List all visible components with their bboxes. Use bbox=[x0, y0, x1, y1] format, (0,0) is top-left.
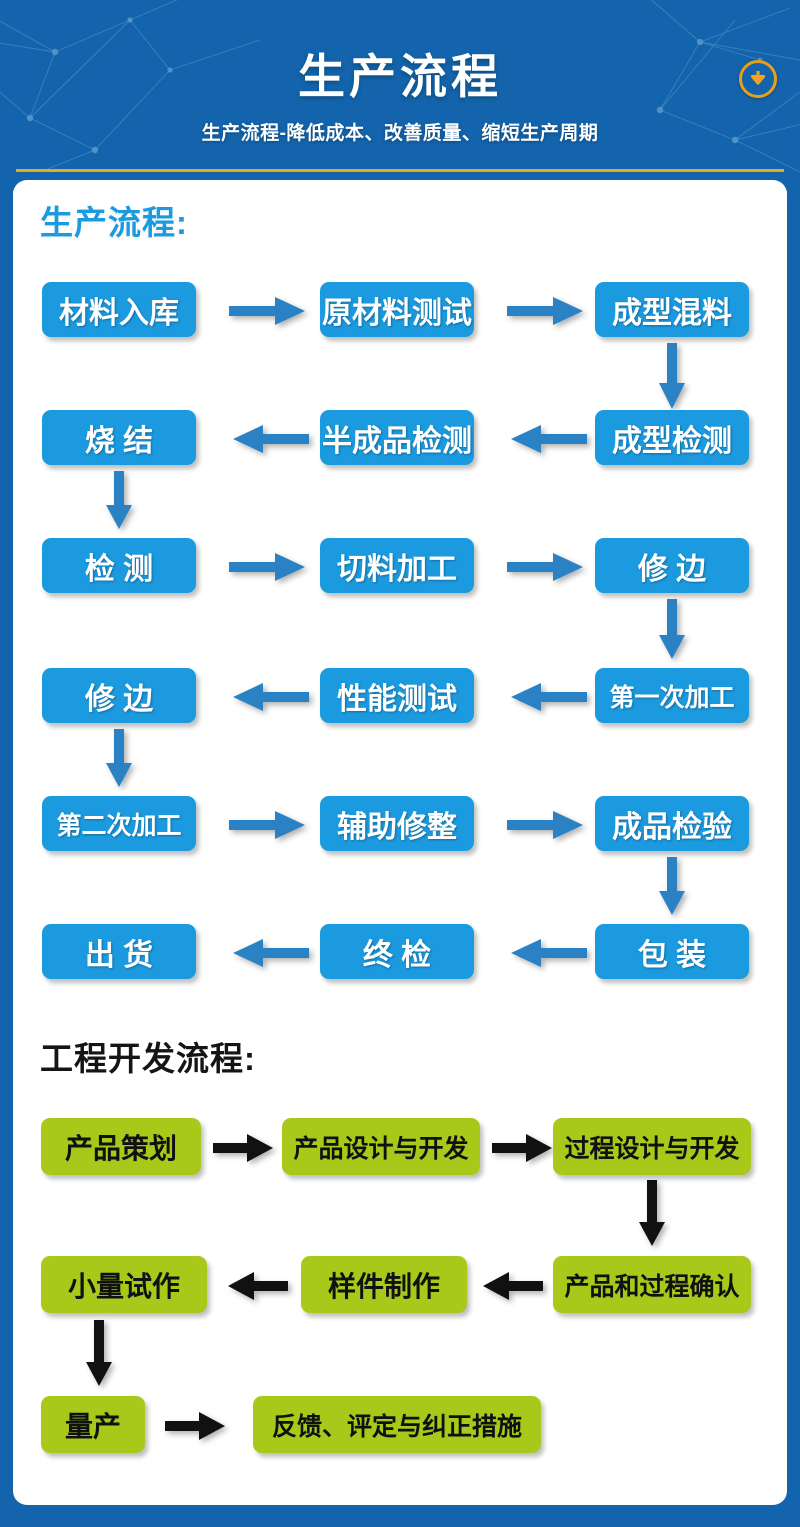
arrow-left-icon bbox=[511, 683, 587, 711]
page-header: 生产流程 生产流程-降低成本、改善质量、缩短生产周期 bbox=[0, 0, 800, 172]
arrow-right-icon bbox=[213, 1134, 273, 1162]
node-production-17[interactable]: 出 货 bbox=[42, 924, 196, 979]
node-production-7[interactable]: 切料加工 bbox=[320, 538, 474, 593]
arrow-down-icon bbox=[86, 1320, 112, 1386]
node-engineering-5[interactable]: 小量试作 bbox=[41, 1256, 207, 1313]
node-engineering-2[interactable]: 过程设计与开发 bbox=[553, 1118, 751, 1175]
node-production-16[interactable]: 终 检 bbox=[320, 924, 474, 979]
arrow-left-icon bbox=[511, 425, 587, 453]
arrow-right-icon bbox=[492, 1134, 552, 1162]
node-production-8[interactable]: 修 边 bbox=[595, 538, 749, 593]
node-production-13[interactable]: 辅助修整 bbox=[320, 796, 474, 851]
engineering-section-title: 工程开发流程: bbox=[40, 1040, 256, 1077]
node-production-15[interactable]: 包 装 bbox=[595, 924, 749, 979]
node-production-12[interactable]: 第二次加工 bbox=[42, 796, 196, 851]
node-engineering-6[interactable]: 量产 bbox=[41, 1396, 145, 1453]
page-subtitle: 生产流程-降低成本、改善质量、缩短生产周期 bbox=[201, 123, 599, 144]
node-engineering-4[interactable]: 样件制作 bbox=[301, 1256, 467, 1313]
node-production-1[interactable]: 原材料测试 bbox=[320, 282, 474, 337]
node-production-2[interactable]: 成型混料 bbox=[595, 282, 749, 337]
arrow-right-icon bbox=[229, 811, 305, 839]
node-production-11[interactable]: 修 边 bbox=[42, 668, 196, 723]
arrow-right-icon bbox=[165, 1412, 225, 1440]
header-divider bbox=[16, 169, 784, 172]
arrow-left-icon bbox=[228, 1272, 288, 1300]
download-arrow-glyph bbox=[750, 71, 766, 85]
arrow-down-icon bbox=[106, 471, 132, 529]
node-engineering-1[interactable]: 产品设计与开发 bbox=[282, 1118, 480, 1175]
node-production-10[interactable]: 性能测试 bbox=[320, 668, 474, 723]
arrow-right-icon bbox=[507, 297, 583, 325]
arrow-right-icon bbox=[507, 553, 583, 581]
arrow-down-icon bbox=[659, 857, 685, 915]
arrow-left-icon bbox=[511, 939, 587, 967]
node-production-14[interactable]: 成品检验 bbox=[595, 796, 749, 851]
node-production-0[interactable]: 材料入库 bbox=[42, 282, 196, 337]
production-section-title: 生产流程: bbox=[40, 204, 188, 241]
arrow-left-icon bbox=[233, 425, 309, 453]
arrow-down-icon bbox=[659, 343, 685, 409]
arrow-left-icon bbox=[483, 1272, 543, 1300]
node-production-9[interactable]: 第一次加工 bbox=[595, 668, 749, 723]
node-production-3[interactable]: 成型检测 bbox=[595, 410, 749, 465]
node-production-6[interactable]: 检 测 bbox=[42, 538, 196, 593]
page-title: 生产流程 bbox=[298, 50, 502, 103]
arrow-left-icon bbox=[233, 683, 309, 711]
network-pattern-decoration bbox=[0, 0, 800, 172]
arrow-right-icon bbox=[229, 553, 305, 581]
node-production-5[interactable]: 烧 结 bbox=[42, 410, 196, 465]
node-engineering-7[interactable]: 反馈、评定与纠正措施 bbox=[253, 1396, 541, 1453]
node-engineering-3[interactable]: 产品和过程确认 bbox=[553, 1256, 751, 1313]
node-production-4[interactable]: 半成品检测 bbox=[320, 410, 474, 465]
arrow-left-icon bbox=[233, 939, 309, 967]
arrow-down-icon bbox=[639, 1180, 665, 1246]
arrow-down-icon bbox=[106, 729, 132, 787]
arrow-down-icon bbox=[659, 599, 685, 659]
download-circle-icon[interactable] bbox=[739, 60, 777, 98]
content-card: 生产流程: 材料入库 原材料测试 成型混料 成型检测 半成品检测 烧 结 检 bbox=[13, 180, 787, 1505]
node-engineering-0[interactable]: 产品策划 bbox=[41, 1118, 201, 1175]
arrow-right-icon bbox=[507, 811, 583, 839]
arrow-right-icon bbox=[229, 297, 305, 325]
